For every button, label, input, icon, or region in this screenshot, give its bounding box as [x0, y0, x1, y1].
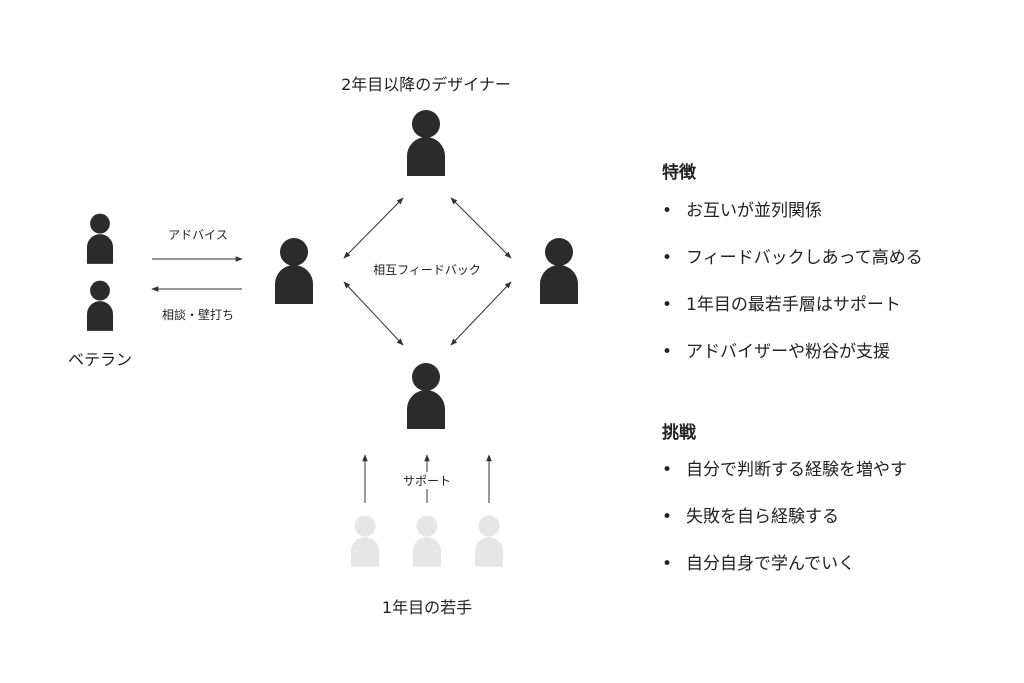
senior-designer-person-icon: [407, 110, 445, 176]
advice-label: アドバイス: [168, 228, 228, 242]
veteran-label: ベテラン: [67, 350, 133, 369]
veteran-person-icon-2: [86, 280, 114, 331]
junior-person-icon-3: [475, 515, 503, 567]
feedback-arrow-bottom-left: [343, 281, 404, 346]
feedback-arrow-top-right: [450, 197, 512, 259]
left-designer-person-icon: [275, 238, 313, 304]
mutual-feedback-label: 相互フィードバック: [373, 263, 481, 277]
challenges-heading: 挑戦: [662, 423, 696, 443]
features-heading: 特徴: [662, 163, 696, 183]
feedback-arrow-bottom-right: [450, 281, 512, 346]
support-label: サポート: [398, 472, 456, 489]
challenge-item: 失敗を自ら経験する: [662, 505, 907, 552]
challenge-item: 自分で判断する経験を増やす: [662, 458, 907, 505]
feedback-arrow-top-left: [343, 197, 404, 259]
consult-label: 相談・壁打ち: [161, 308, 235, 322]
bottom-designer-person-icon: [407, 363, 445, 429]
senior-designer-label: 2年目以降のデザイナー: [341, 75, 511, 94]
junior-person-icon-1: [351, 515, 379, 567]
feature-item: フィードバックしあって高める: [662, 246, 923, 293]
challenges-list: 自分で判断する経験を増やす 失敗を自ら経験する 自分自身で学んでいく: [662, 458, 907, 599]
junior-label: 1年目の若手: [381, 598, 473, 617]
feature-item: 1年目の最若手層はサポート: [662, 293, 923, 340]
feature-item: お互いが並列関係: [662, 199, 923, 246]
right-designer-person-icon: [540, 238, 578, 304]
features-list: お互いが並列関係 フィードバックしあって高める 1年目の最若手層はサポート アド…: [662, 199, 923, 387]
veteran-person-icon-1: [86, 213, 114, 264]
feature-item: アドバイザーや粉谷が支援: [662, 340, 923, 387]
junior-person-icon-2: [413, 515, 441, 567]
challenge-item: 自分自身で学んでいく: [662, 552, 907, 599]
